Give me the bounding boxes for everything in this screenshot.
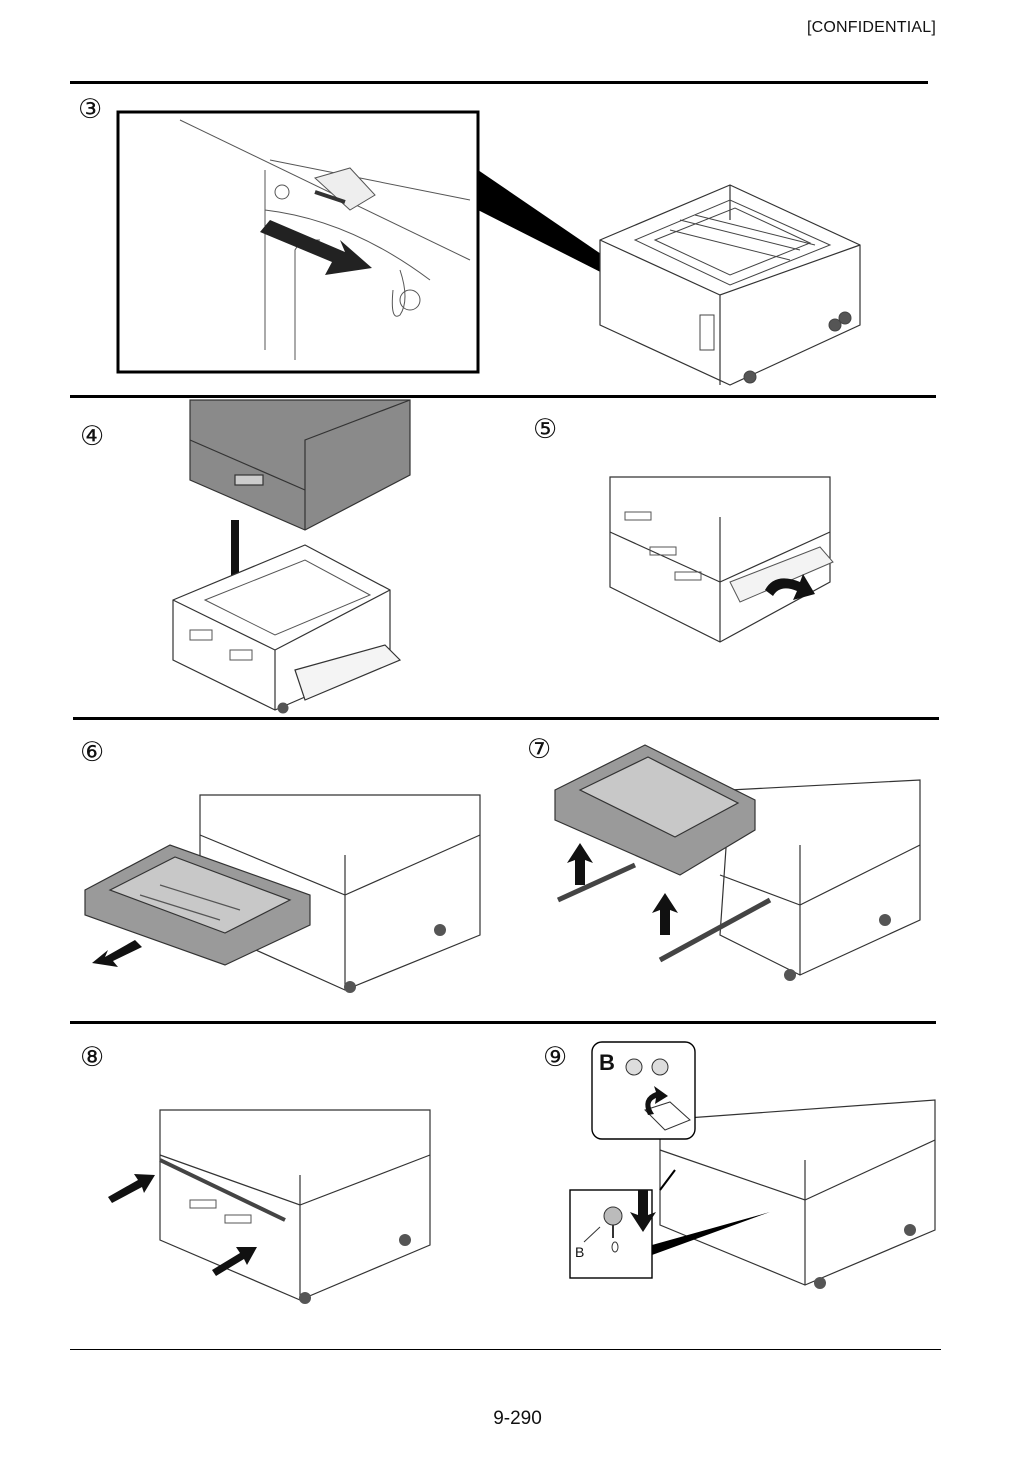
step3-illustration bbox=[116, 110, 861, 386]
screw-detail-label: B bbox=[575, 1244, 585, 1260]
pull-arrow-icon bbox=[92, 940, 142, 967]
down-arrow-icon bbox=[221, 520, 249, 615]
section-divider-top bbox=[70, 81, 928, 84]
up-arrow-icon-1 bbox=[567, 843, 593, 885]
section-divider-4 bbox=[70, 1021, 936, 1024]
step-number-3: ③ bbox=[78, 94, 103, 125]
printer-body bbox=[159, 1109, 431, 1301]
section-divider-3 bbox=[73, 717, 939, 720]
footer-divider bbox=[70, 1349, 941, 1350]
step6-illustration bbox=[84, 794, 481, 993]
main-unit-body bbox=[189, 399, 411, 531]
step-number-5: ⑤ bbox=[533, 414, 558, 445]
printer-body bbox=[659, 1099, 936, 1286]
step-number-7: ⑦ bbox=[527, 734, 552, 765]
screw-icon-detail bbox=[603, 1206, 623, 1226]
step4-illustration bbox=[172, 399, 411, 714]
printer-body bbox=[719, 779, 921, 976]
confidential-label: [CONFIDENTIAL] bbox=[806, 19, 936, 36]
step-number-9: ⑨ bbox=[543, 1042, 568, 1073]
screw-icon-1 bbox=[625, 1058, 643, 1076]
detail-connector bbox=[652, 1212, 770, 1255]
push-arrow-icon-1 bbox=[108, 1174, 155, 1203]
page-number: 9-290 bbox=[493, 1408, 542, 1429]
screw-icon-2 bbox=[651, 1058, 669, 1076]
up-arrow-icon-2 bbox=[652, 893, 678, 935]
rail-left bbox=[556, 862, 637, 903]
step-number-4: ④ bbox=[80, 421, 105, 452]
step5-illustration bbox=[609, 476, 834, 643]
push-arrow-icon-2 bbox=[212, 1247, 257, 1276]
curved-arrow-icon bbox=[645, 1086, 668, 1115]
curved-arrow-icon bbox=[765, 574, 815, 600]
screw-box-label: B bbox=[599, 1050, 615, 1075]
section-divider-2 bbox=[70, 395, 936, 398]
step8-illustration bbox=[108, 1109, 431, 1304]
step-number-6: ⑥ bbox=[80, 737, 105, 768]
down-arrow-icon bbox=[630, 1190, 656, 1232]
rail-right bbox=[658, 897, 772, 963]
pull-arrow-icon bbox=[260, 220, 372, 275]
step9-illustration bbox=[569, 1041, 936, 1289]
step-number-8: ⑧ bbox=[80, 1042, 105, 1073]
step7-illustration bbox=[554, 744, 921, 981]
